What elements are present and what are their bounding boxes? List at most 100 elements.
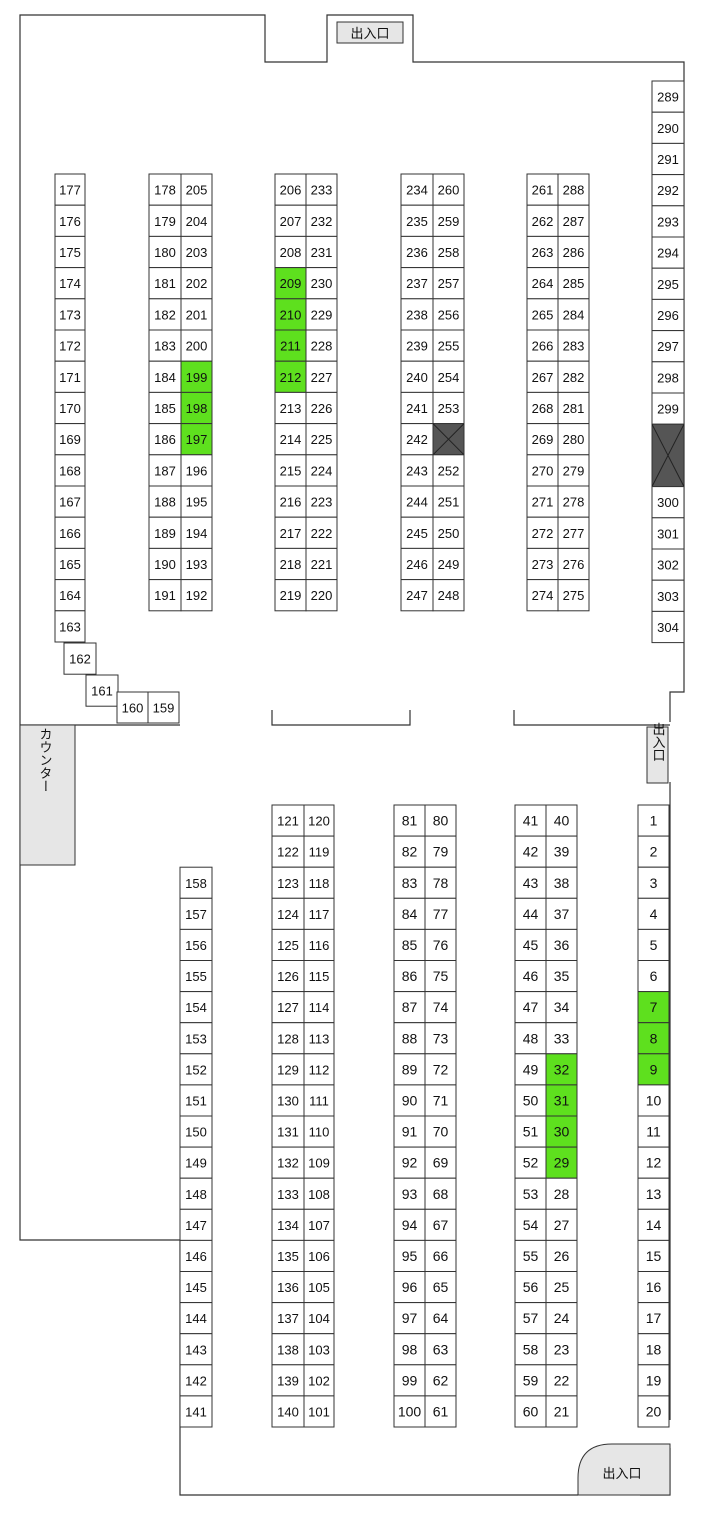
- stall-155[interactable]: 155: [179, 960, 213, 993]
- stall-168[interactable]: 168: [54, 454, 86, 487]
- stall-89[interactable]: 89: [393, 1053, 426, 1086]
- stall-275[interactable]: 275: [557, 579, 590, 612]
- stall-260[interactable]: 260: [432, 173, 465, 206]
- stall-67[interactable]: 67: [424, 1208, 457, 1241]
- stall-226[interactable]: 226: [305, 391, 338, 425]
- stall-86[interactable]: 86: [393, 960, 426, 993]
- stall-121[interactable]: 121: [271, 804, 305, 837]
- stall-186[interactable]: 186: [148, 423, 182, 456]
- stall-32[interactable]: 32: [545, 1053, 578, 1086]
- stall-291[interactable]: 291: [651, 142, 685, 176]
- stall-31[interactable]: 31: [545, 1084, 578, 1117]
- stall-71[interactable]: 71: [424, 1084, 457, 1117]
- stall-1[interactable]: 1: [637, 804, 670, 837]
- stall-293[interactable]: 293: [651, 205, 685, 238]
- stall-139[interactable]: 139: [271, 1364, 305, 1397]
- stall-220[interactable]: 220: [305, 579, 338, 612]
- stall-303[interactable]: 303: [651, 579, 685, 612]
- stall-160[interactable]: 160: [116, 691, 149, 724]
- stall-41[interactable]: 41: [514, 804, 547, 837]
- stall-209[interactable]: 209: [274, 267, 307, 300]
- stall-178[interactable]: 178: [148, 173, 182, 206]
- stall-174[interactable]: 174: [54, 267, 86, 300]
- stall-72[interactable]: 72: [424, 1053, 457, 1086]
- stall-135[interactable]: 135: [271, 1239, 305, 1273]
- stall-189[interactable]: 189: [148, 516, 182, 549]
- stall-100[interactable]: 100: [393, 1395, 426, 1428]
- stall-225[interactable]: 225: [305, 423, 338, 456]
- stall-131[interactable]: 131: [271, 1115, 305, 1148]
- stall-13[interactable]: 13: [637, 1177, 670, 1210]
- stall-280[interactable]: 280: [557, 423, 590, 456]
- stall-137[interactable]: 137: [271, 1302, 305, 1335]
- stall-288[interactable]: 288: [557, 173, 590, 206]
- stall-120[interactable]: 120: [303, 804, 335, 837]
- stall-33[interactable]: 33: [545, 1022, 578, 1055]
- stall-25[interactable]: 25: [545, 1271, 578, 1304]
- stall-268[interactable]: 268: [526, 391, 559, 425]
- stall-239[interactable]: 239: [400, 329, 434, 362]
- stall-99[interactable]: 99: [393, 1364, 426, 1397]
- stall-70[interactable]: 70: [424, 1115, 457, 1148]
- stall-232[interactable]: 232: [305, 204, 338, 237]
- stall-35[interactable]: 35: [545, 960, 578, 993]
- stall-81[interactable]: 81: [393, 804, 426, 837]
- stall-56[interactable]: 56: [514, 1271, 547, 1304]
- stall-236[interactable]: 236: [400, 235, 434, 269]
- stall-269[interactable]: 269: [526, 423, 559, 456]
- stall-17[interactable]: 17: [637, 1302, 670, 1335]
- stall-74[interactable]: 74: [424, 991, 457, 1024]
- stall-171[interactable]: 171: [54, 360, 86, 393]
- stall-247[interactable]: 247: [400, 579, 434, 612]
- stall-249[interactable]: 249: [432, 547, 465, 581]
- stall-299[interactable]: 299: [651, 392, 685, 425]
- stall-113[interactable]: 113: [303, 1022, 335, 1055]
- stall-267[interactable]: 267: [526, 360, 559, 393]
- stall-3[interactable]: 3: [637, 866, 670, 899]
- stall-68[interactable]: 68: [424, 1177, 457, 1210]
- stall-173[interactable]: 173: [54, 298, 86, 331]
- stall-59[interactable]: 59: [514, 1364, 547, 1397]
- stall-48[interactable]: 48: [514, 1022, 547, 1055]
- stall-241[interactable]: 241: [400, 391, 434, 425]
- stall-12[interactable]: 12: [637, 1146, 670, 1179]
- stall-125[interactable]: 125: [271, 928, 305, 962]
- stall-65[interactable]: 65: [424, 1271, 457, 1304]
- stall-228[interactable]: 228: [305, 329, 338, 362]
- stall-9[interactable]: 9: [637, 1053, 670, 1086]
- stall-207[interactable]: 207: [274, 204, 307, 237]
- stall-133[interactable]: 133: [271, 1177, 305, 1210]
- stall-246[interactable]: 246: [400, 547, 434, 581]
- stall-130[interactable]: 130: [271, 1084, 305, 1117]
- stall-256[interactable]: 256: [432, 298, 465, 331]
- stall-278[interactable]: 278: [557, 485, 590, 518]
- stall-273[interactable]: 273: [526, 547, 559, 581]
- stall-85[interactable]: 85: [393, 928, 426, 962]
- stall-75[interactable]: 75: [424, 960, 457, 993]
- stall-295[interactable]: 295: [651, 267, 685, 300]
- stall-277[interactable]: 277: [557, 516, 590, 549]
- stall-116[interactable]: 116: [303, 928, 335, 962]
- stall-96[interactable]: 96: [393, 1271, 426, 1304]
- stall-214[interactable]: 214: [274, 423, 307, 456]
- stall-52[interactable]: 52: [514, 1146, 547, 1179]
- stall-254[interactable]: 254: [432, 360, 465, 393]
- stall-290[interactable]: 290: [651, 111, 685, 144]
- stall-134[interactable]: 134: [271, 1208, 305, 1241]
- stall-45[interactable]: 45: [514, 928, 547, 962]
- stall-115[interactable]: 115: [303, 960, 335, 993]
- stall-206[interactable]: 206: [274, 173, 307, 206]
- stall-104[interactable]: 104: [303, 1302, 335, 1335]
- stall-64[interactable]: 64: [424, 1302, 457, 1335]
- stall-169[interactable]: 169: [54, 423, 86, 456]
- stall-219[interactable]: 219: [274, 579, 307, 612]
- stall-94[interactable]: 94: [393, 1208, 426, 1241]
- stall-292[interactable]: 292: [651, 174, 685, 207]
- stall-109[interactable]: 109: [303, 1146, 335, 1179]
- stall-126[interactable]: 126: [271, 960, 305, 993]
- stall-57[interactable]: 57: [514, 1302, 547, 1335]
- stall-106[interactable]: 106: [303, 1239, 335, 1273]
- stall-16[interactable]: 16: [637, 1271, 670, 1304]
- stall-144[interactable]: 144: [179, 1302, 213, 1335]
- stall-250[interactable]: 250: [432, 516, 465, 549]
